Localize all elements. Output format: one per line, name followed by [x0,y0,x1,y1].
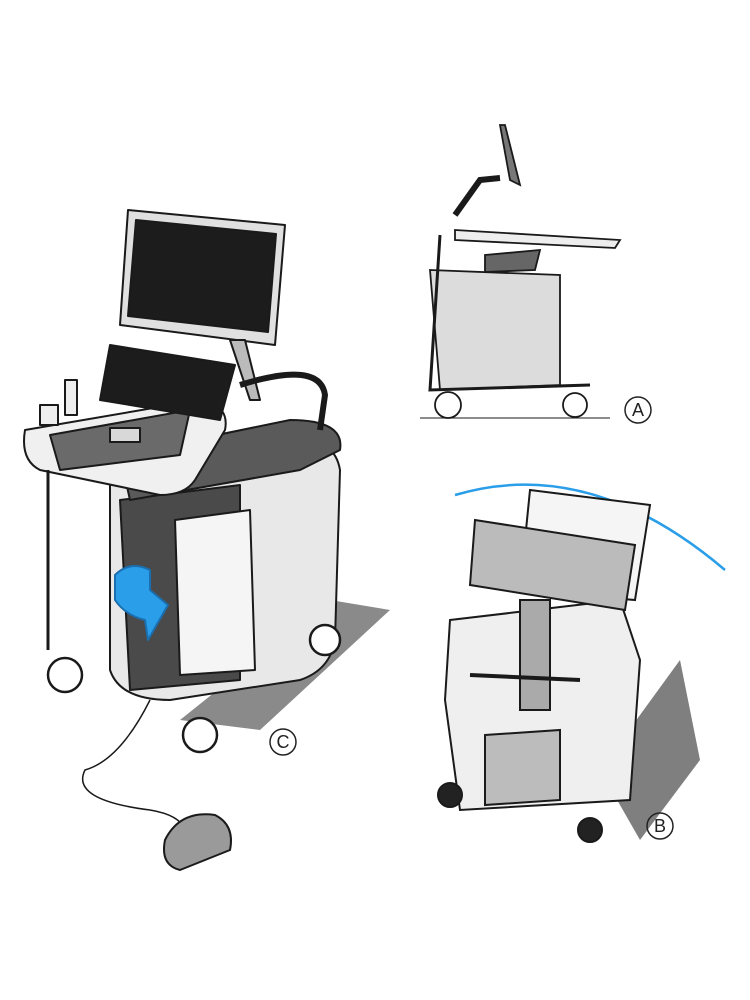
wheel [577,817,603,843]
monitor-screen [127,219,277,333]
touch-screen [99,344,236,421]
foot-pedal [163,813,232,871]
cart-b-monitor-back [468,518,637,612]
wheel [562,392,588,418]
cart-a-monitor [498,124,522,187]
wheel [434,391,462,419]
cup-holder [39,404,59,426]
rear-handle [239,371,328,431]
cart-concept-a [420,124,622,419]
monitor-arm [229,339,261,401]
label-c-badge: C [269,728,297,756]
label-a: A [632,400,644,420]
cart-a-body [429,269,561,391]
label-b-badge: B [646,812,674,840]
cart-a-arm [452,175,501,217]
label-a-badge: A [624,396,652,424]
cart-b-front-panel [484,728,561,807]
probe-holder-arrow [114,565,169,641]
cart-front-panel [174,509,256,676]
wheel [437,782,463,808]
cart-concept-b [437,483,726,843]
label-b: B [654,816,666,836]
wheel [308,623,342,657]
cart-a-frame [428,234,591,392]
cart-a-console [484,248,542,273]
wheel [181,716,219,754]
ultrasound-cart-c [23,209,390,871]
gel-bottle [64,379,78,416]
wheel [46,656,84,694]
pedal-cable [81,699,186,831]
control-display [109,427,141,443]
rotation-arrow [454,483,726,571]
cart-b-column [519,599,551,711]
cart-b-handle [469,673,581,682]
label-c: C [277,732,290,752]
cart-a-tray [454,229,622,249]
